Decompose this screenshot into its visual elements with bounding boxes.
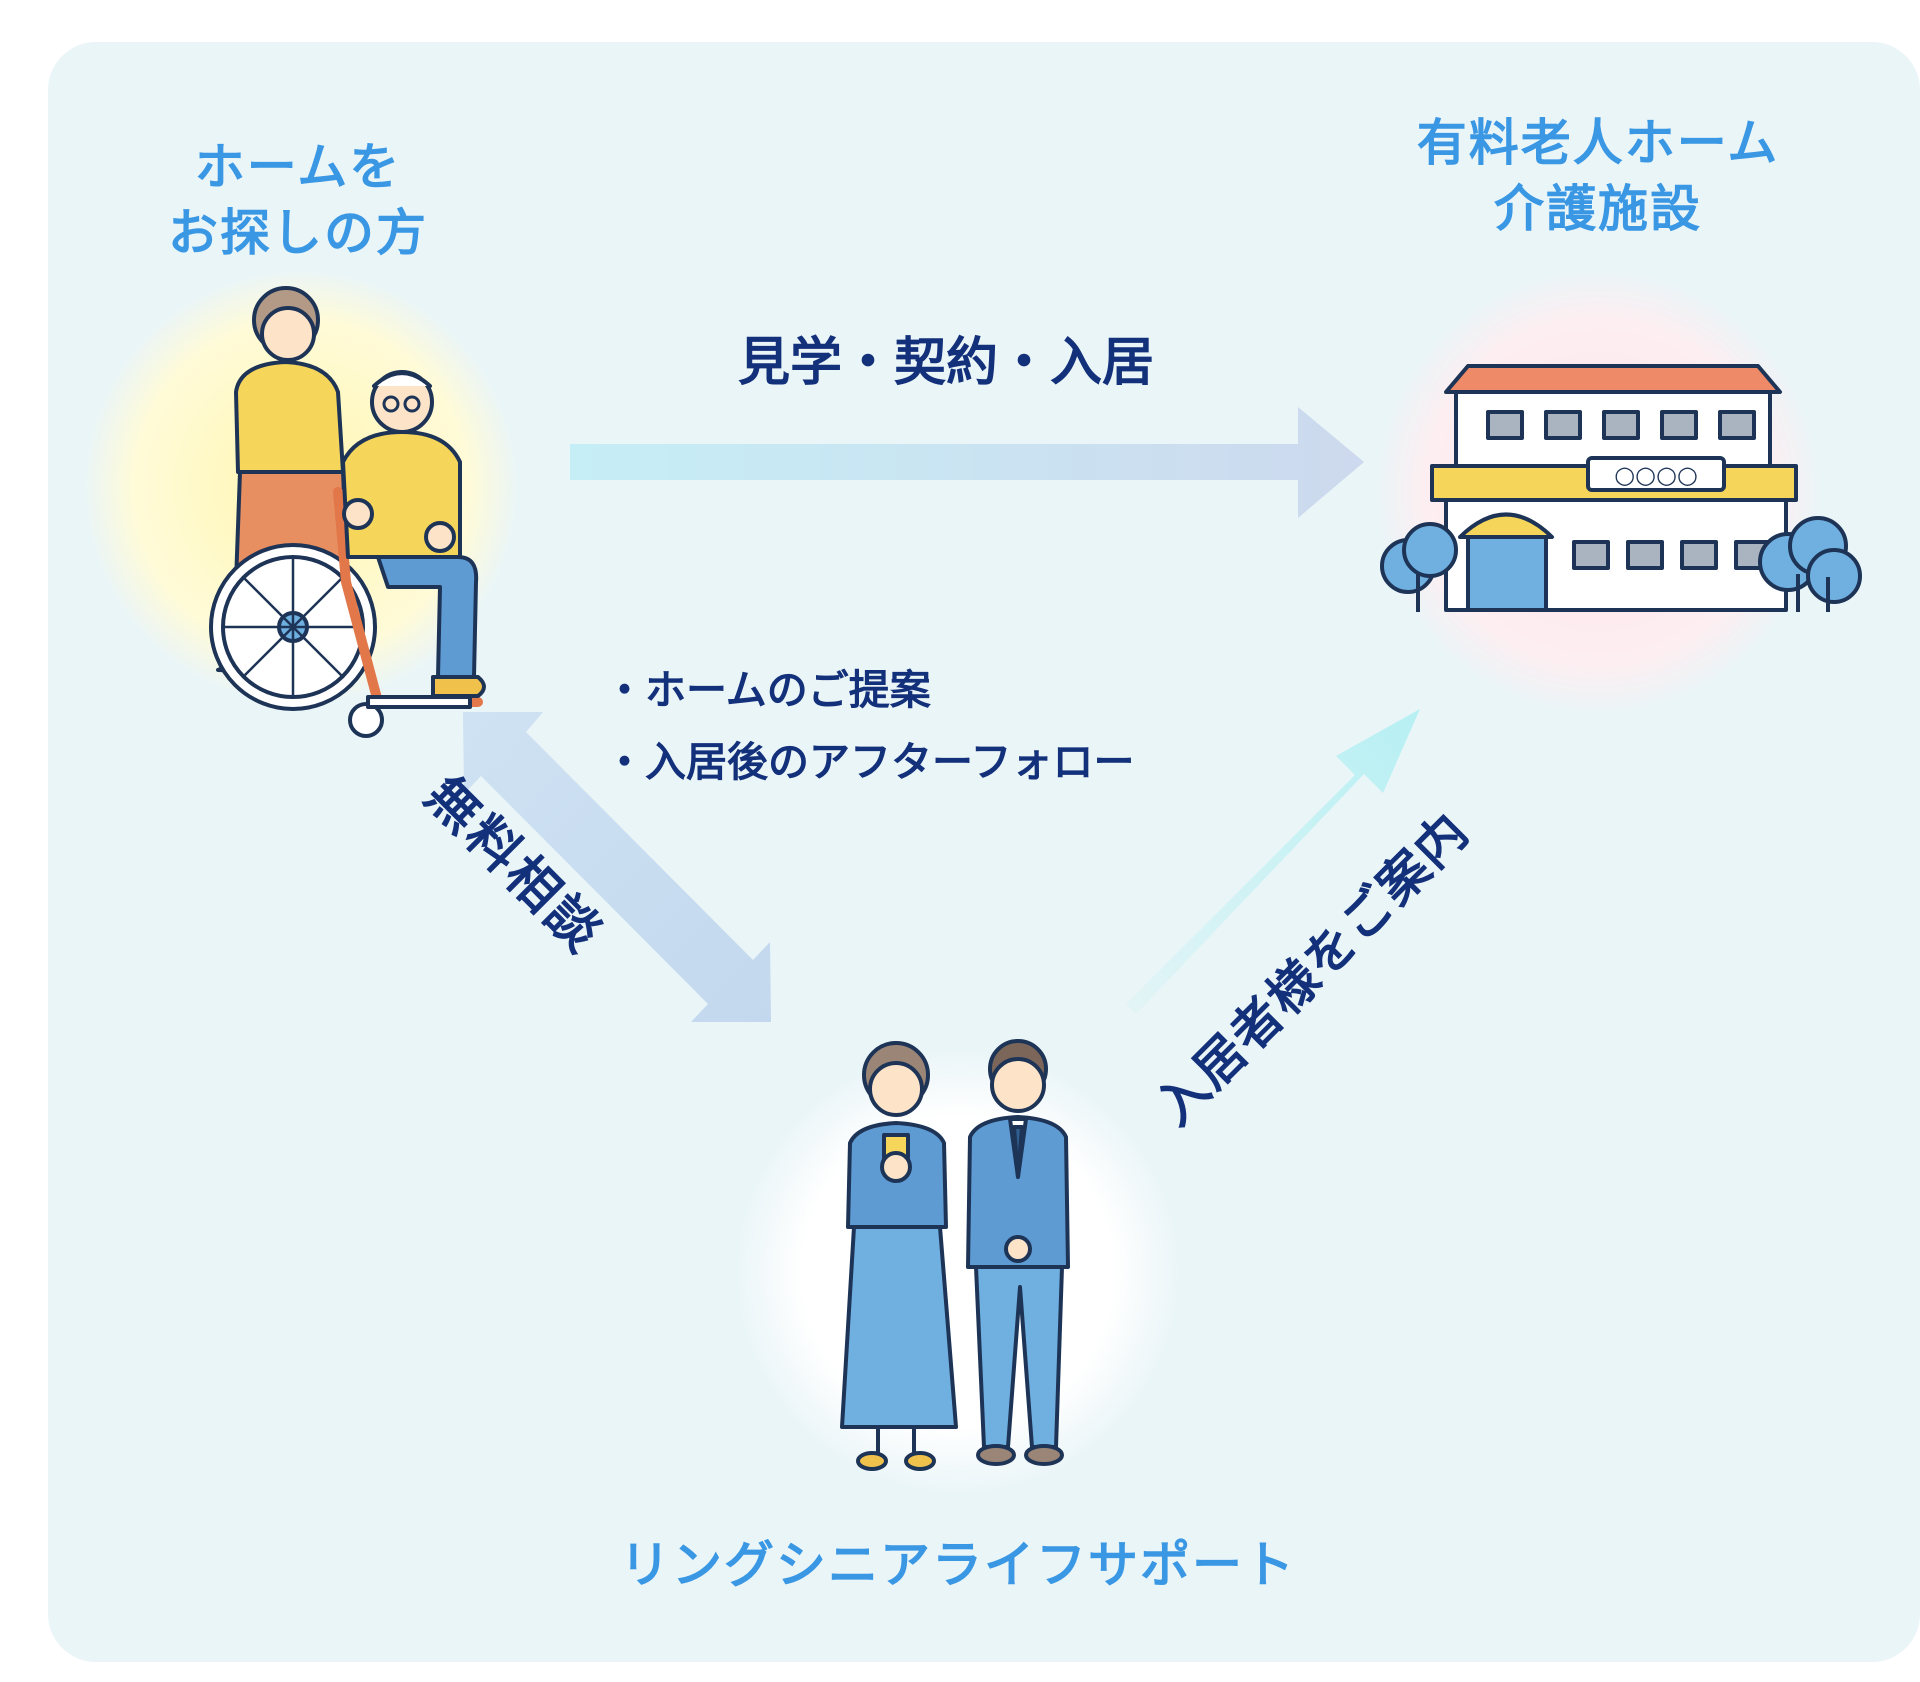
service-list: ホームのご提案 入居後のアフターフォロー [604,654,1135,798]
facility-title: 有料老人ホーム 介護施設 [1338,110,1858,242]
facility-sign-text: ○○○○ [1614,461,1698,489]
arrow-top [570,407,1364,518]
arrow-left-double [463,712,771,1022]
service-item: 入居後のアフターフォロー [604,726,1135,798]
company-title-text: リングシニアライフサポート [620,1536,1296,1594]
diagram-panel: ホームを お探しの方 有料老人ホーム 介護施設 リングシニアライフサポート [48,42,1920,1662]
seeker-title: ホームを お探しの方 [108,134,488,266]
company-glow [738,1052,1178,1492]
seeker-title-line2: お探しの方 [168,204,428,262]
seeker-title-line1: ホームを [194,138,402,196]
arrows-layer [463,407,1420,1022]
company-illustration [840,1039,1070,1471]
service-item: ホームのご提案 [604,654,1135,726]
company-title: リングシニアライフサポート [528,1532,1388,1598]
seeker-illustration [209,286,486,738]
arrow-right [1126,709,1420,1014]
facility-illustration: ○○○○ [1380,364,1862,612]
facility-title-line1: 有料老人ホーム [1416,114,1780,172]
edge-top-label: 見学・契約・入居 [738,333,1155,393]
facility-title-line2: 介護施設 [1494,180,1702,238]
